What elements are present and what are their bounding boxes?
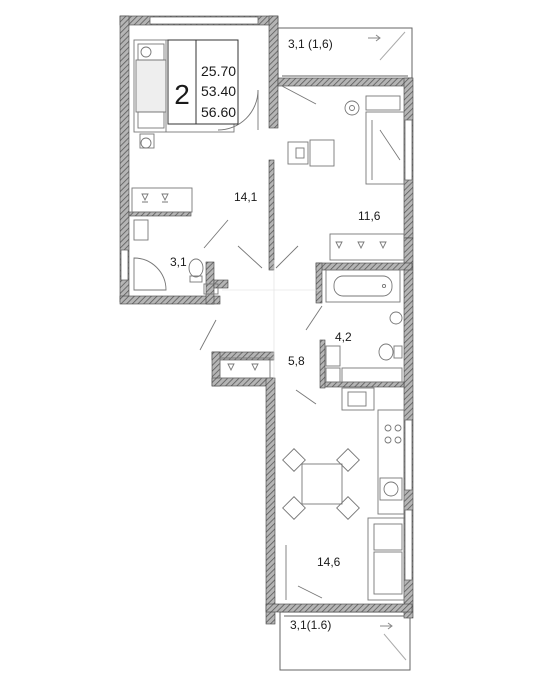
area-living: 25.70	[201, 63, 236, 79]
rooms-count: 2	[174, 79, 190, 110]
sofa	[367, 517, 405, 601]
label-kitchen-living: 14,6	[317, 555, 341, 569]
label-balcony-bottom: 3,1(1.6)	[290, 618, 331, 632]
balcony-top	[277, 27, 413, 81]
guide-lines	[222, 260, 322, 380]
label-bathroom-small: 3,1	[170, 255, 187, 269]
label-study: 11,6	[358, 209, 381, 223]
area-with-balcony: 56.60	[201, 104, 236, 120]
balcony-bottom	[279, 611, 411, 671]
area-total: 53.40	[201, 83, 236, 99]
hallway-wardrobe	[219, 357, 271, 379]
apartment-info-box: 2 25.70 53.40 56.60	[167, 39, 239, 125]
label-bedroom: 14,1	[234, 190, 258, 204]
study-furniture	[287, 95, 405, 185]
label-hallway: 5,8	[288, 354, 305, 368]
windows	[120, 16, 413, 581]
bathtub	[325, 269, 401, 303]
kitchen-counter	[341, 387, 405, 515]
wardrobe-bedroom	[131, 187, 193, 213]
dining-table	[282, 448, 360, 520]
label-bathroom-main: 4,2	[335, 330, 352, 344]
doors	[199, 85, 323, 600]
room-labels: 14,1 11,6 3,1 4,2 5,8 14,6 3,1 (1,6) 3,1…	[170, 37, 381, 632]
small-bathroom-fixtures	[133, 219, 219, 295]
label-balcony-top: 3,1 (1,6)	[288, 37, 333, 51]
wardrobe-study	[329, 233, 405, 261]
main-bathroom-fixtures	[325, 311, 403, 383]
